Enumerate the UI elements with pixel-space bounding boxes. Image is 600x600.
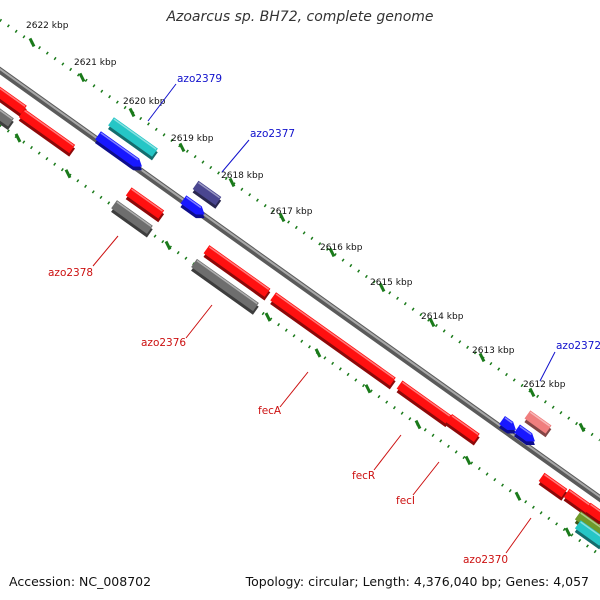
major-tick	[528, 387, 536, 398]
gene-red	[396, 380, 452, 428]
leader-fecA	[279, 371, 309, 408]
leader-azo2379	[147, 83, 177, 122]
gene-label-azo2376: azo2376	[141, 337, 186, 349]
genome-backbone	[0, 66, 600, 503]
major-tick	[478, 352, 486, 363]
gene-red	[538, 472, 568, 501]
gene-red	[18, 108, 76, 157]
topology-text: Topology: circular; Length: 4,376,040 bp…	[245, 574, 589, 589]
leader-azo2378	[92, 235, 119, 267]
gene-gray	[0, 105, 14, 131]
major-tick	[164, 240, 172, 251]
outer-tick-track	[0, 18, 600, 442]
gene-blue	[514, 424, 535, 445]
gene-blue	[180, 195, 205, 219]
gene-gray	[111, 200, 153, 238]
gene-label-azo2378: azo2378	[48, 267, 93, 279]
leader-azo2376	[185, 304, 213, 339]
major-tick	[228, 177, 236, 188]
accession-text: Accession: NC_008702	[9, 574, 152, 589]
major-tick	[364, 384, 372, 394]
tick-label: 2613 kbp	[472, 346, 515, 356]
gene-label-azo2377: azo2377	[250, 128, 295, 140]
tick-label: 2622 kbp	[26, 21, 69, 31]
major-ticks-inner	[14, 133, 572, 537]
gene-gray	[191, 258, 259, 315]
gene-slate	[192, 180, 222, 209]
major-tick	[264, 312, 272, 322]
gene-label-fecI: fecI	[396, 495, 415, 507]
gene-red	[584, 502, 600, 525]
leader-azo2377	[221, 139, 250, 173]
major-tick	[428, 317, 436, 328]
leader-azo2372	[539, 351, 556, 382]
major-tick	[178, 142, 186, 153]
major-tick	[14, 133, 22, 143]
gene-red	[203, 245, 271, 301]
gene-blue	[95, 131, 142, 171]
tick-label: 2616 kbp	[320, 243, 363, 253]
gene-label-fecR: fecR	[352, 470, 375, 482]
tick-label: 2621 kbp	[74, 58, 117, 68]
major-ticks-outer	[28, 37, 586, 433]
leader-azo2370	[505, 517, 532, 554]
gene-red	[270, 292, 396, 390]
major-tick	[564, 527, 572, 537]
tick-label: 2617 kbp	[270, 207, 313, 217]
gene-label-fecA: fecA	[258, 405, 282, 417]
tick-label: 2618 kbp	[221, 171, 264, 181]
gene-label-azo2379: azo2379	[177, 73, 222, 85]
tick-label: 2620 kbp	[123, 97, 166, 107]
tick-label: 2615 kbp	[370, 278, 413, 288]
gene-red	[446, 414, 480, 446]
gene-label-azo2370: azo2370	[463, 554, 508, 566]
major-tick	[128, 107, 136, 118]
gene-labels: azo2379 azo2377 azo2372 azo2378 azo2376 …	[48, 73, 600, 566]
label-leaders	[92, 83, 556, 554]
major-tick	[278, 212, 286, 223]
major-tick	[578, 422, 586, 433]
major-tick	[64, 169, 72, 179]
gene-label-azo2372: azo2372	[556, 340, 600, 352]
major-tick	[314, 348, 322, 358]
tick-labels: 2622 kbp 2621 kbp 2620 kbp 2619 kbp 2618…	[26, 21, 566, 390]
tick-label: 2612 kbp	[523, 380, 566, 390]
gene-red	[125, 187, 165, 223]
gene-blue	[499, 415, 516, 434]
gene-red	[0, 80, 27, 118]
leader-fecI	[412, 461, 440, 496]
major-tick	[464, 455, 472, 466]
gene-pink	[524, 410, 552, 438]
tick-label: 2614 kbp	[421, 312, 464, 322]
major-tick	[78, 72, 86, 83]
major-tick	[514, 491, 522, 501]
major-tick	[414, 419, 422, 430]
inner-tick-track	[0, 123, 600, 557]
major-tick	[378, 282, 386, 293]
major-tick	[328, 247, 336, 258]
gene-cyan	[108, 117, 158, 161]
leader-fecR	[373, 434, 402, 471]
major-tick	[28, 37, 36, 48]
map-title: Azoarcus sp. BH72, complete genome	[166, 9, 434, 25]
tick-label: 2619 kbp	[171, 134, 214, 144]
gene-features	[0, 80, 600, 550]
